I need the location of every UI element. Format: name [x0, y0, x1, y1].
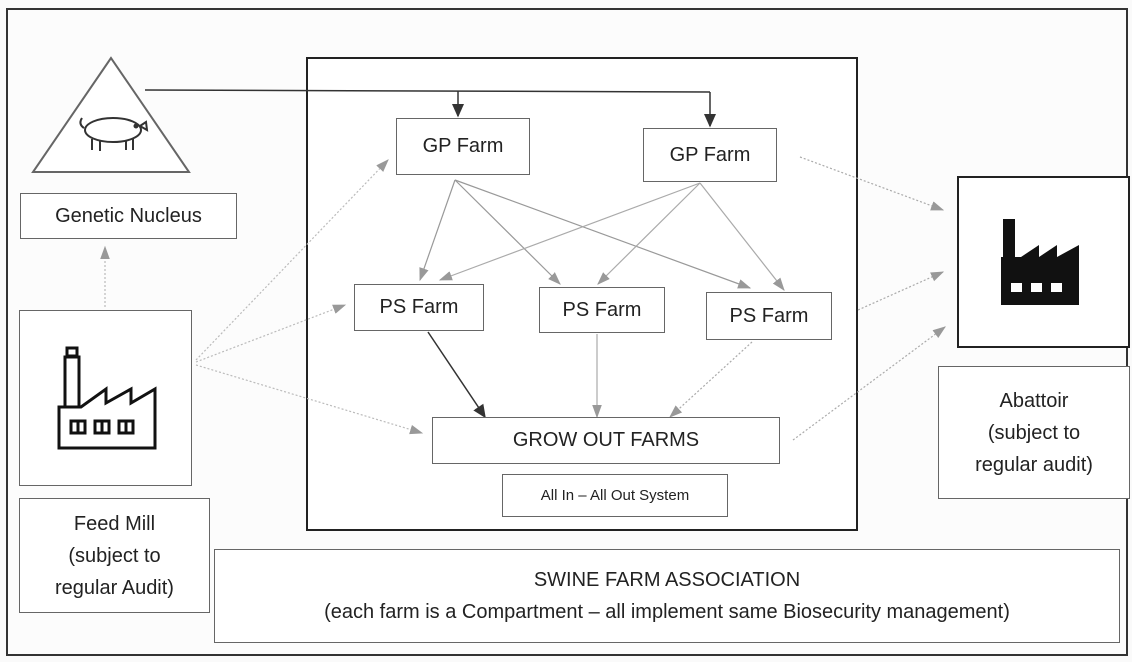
- all-in-all-out-box: All In – All Out System: [502, 474, 728, 517]
- arrow-ps1-growout: [427, 331, 486, 419]
- feed-mill-title: Feed Mill: [73, 512, 156, 535]
- ps-farm-1-label: PS Farm: [379, 296, 459, 318]
- arrow-gp1-ps3: [454, 179, 752, 289]
- arrow-gp2-ps3: [699, 182, 785, 291]
- grow-out-label: GROW OUT FARMS: [512, 429, 700, 451]
- association-subtitle: (each farm is a Compartment – all implem…: [324, 601, 1010, 623]
- genetic-nucleus-box: Genetic Nucleus: [20, 193, 237, 239]
- ps-farm-3: PS Farm: [706, 292, 832, 340]
- swine-farm-association-box: SWINE FARM ASSOCIATION (each farm is a C…: [214, 549, 1120, 643]
- arrow-ps3-growout: [669, 341, 753, 418]
- all-in-all-out-label: All In – All Out System: [540, 487, 690, 504]
- feed-mill-icon-box: [19, 310, 192, 486]
- factory-icon: [57, 346, 156, 450]
- abattoir-icon-box: [957, 176, 1130, 348]
- arrow-feedmill-ps1: [195, 304, 347, 363]
- feed-mill-note-2: regular Audit): [55, 576, 174, 599]
- abattoir-box: Abattoir (subject to regular audit): [938, 366, 1130, 499]
- arrow-gp2-ps1: [438, 182, 701, 281]
- arrow-growout-abattoir: [792, 326, 946, 441]
- gp-farm-2: GP Farm: [643, 128, 777, 182]
- ps-farm-2-label: PS Farm: [562, 298, 642, 321]
- arrow-gp2-abattoir: [799, 156, 945, 211]
- association-title: SWINE FARM ASSOCIATION: [533, 569, 801, 591]
- gp-farm-1: GP Farm: [396, 118, 530, 175]
- abattoir-note-1: (subject to: [987, 421, 1081, 444]
- arrow-gp1-ps2: [454, 179, 561, 285]
- grow-out-farms: GROW OUT FARMS: [432, 417, 780, 464]
- factory-icon: [1000, 219, 1079, 305]
- pig-icon: [79, 117, 149, 151]
- gp-farm-1-label: GP Farm: [422, 135, 504, 157]
- ps-farm-1: PS Farm: [354, 284, 484, 331]
- abattoir-title: Abattoir: [999, 389, 1069, 412]
- arrow-ps3-abattoir: [857, 271, 945, 311]
- gp-farm-2-label: GP Farm: [669, 143, 751, 166]
- ps-farm-2: PS Farm: [539, 287, 665, 333]
- feed-mill-note-1: (subject to: [68, 544, 161, 567]
- arrow-feedmill-growout: [195, 364, 424, 435]
- feed-mill-box: Feed Mill (subject to regular Audit): [19, 498, 210, 613]
- genetic-nucleus-label: Genetic Nucleus: [55, 204, 202, 227]
- arrow-gp2-ps2: [597, 182, 701, 285]
- arrow-nucleus-to-gp: [144, 89, 711, 93]
- abattoir-note-2: regular audit): [975, 453, 1093, 476]
- ps-farm-3-label: PS Farm: [729, 304, 809, 327]
- arrow-gp1-ps1: [419, 179, 456, 282]
